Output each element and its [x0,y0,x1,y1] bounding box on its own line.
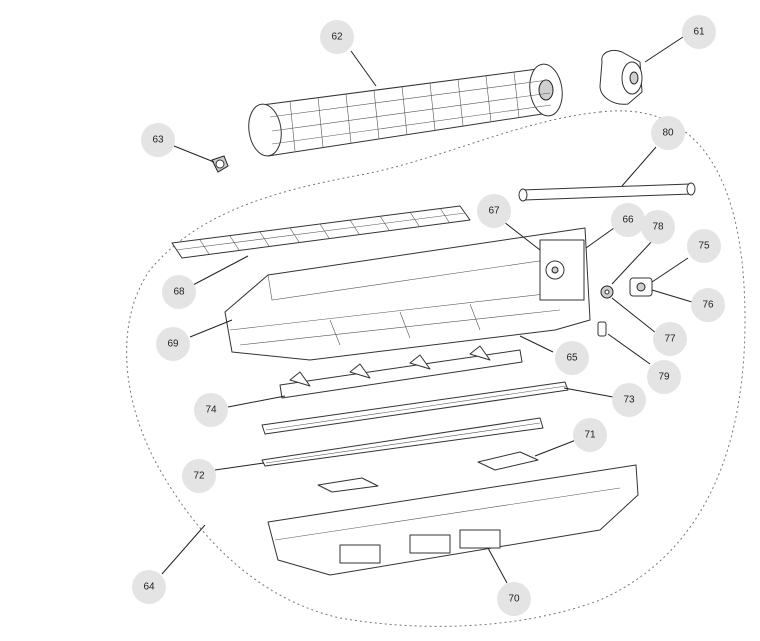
bearing [211,155,229,173]
lower-louver [261,417,544,467]
louver-clip-left [317,477,379,493]
bottom-panel [267,464,639,576]
callout-62-label: 62 [331,32,343,43]
swing-shaft [597,321,607,337]
cross-flow-fan [248,63,563,157]
callout-73: 73 [612,383,646,417]
callout-73-label: 73 [623,395,635,406]
callout-62: 62 [320,20,354,54]
callout-75-label: 75 [698,241,710,252]
callout-68: 68 [162,275,196,309]
callout-77: 77 [653,322,687,356]
callout-63: 63 [141,123,175,157]
callout-74: 74 [194,393,228,427]
callout-71-label: 71 [584,430,596,441]
drain-rod [518,182,696,202]
callout-67: 67 [477,194,511,228]
callout-63-label: 63 [152,135,164,146]
leader-lines [161,36,693,584]
callout-72-label: 72 [193,471,205,482]
callout-75: 75 [687,229,721,263]
callout-80: 80 [651,116,685,150]
upper-louver [261,381,569,435]
air-filter-grille [171,205,471,259]
callout-64: 64 [132,570,166,604]
motor-gear [600,285,614,299]
main-chassis [224,227,591,361]
callout-76-label: 76 [702,300,714,311]
callout-72: 72 [182,459,216,493]
callout-70-label: 70 [508,594,520,605]
callout-77-label: 77 [664,334,676,345]
callout-66: 66 [611,203,645,237]
callout-80-label: 80 [662,128,674,139]
callout-61: 61 [682,15,716,49]
callout-79: 79 [647,360,681,394]
callout-68-label: 68 [173,287,185,298]
callout-65-label: 65 [566,353,578,364]
louver-clip [477,451,539,471]
callout-69-label: 69 [167,339,179,350]
callout-64-label: 64 [143,582,155,593]
vane-linkage [279,345,523,399]
callout-78: 78 [641,210,675,244]
callout-74-label: 74 [205,405,217,416]
callout-78-label: 78 [652,222,664,233]
callout-61-label: 61 [693,27,705,38]
fan-motor [599,49,643,105]
callout-69: 69 [156,327,190,361]
callout-71: 71 [573,418,607,452]
callout-65: 65 [555,341,589,375]
callout-76: 76 [691,288,725,322]
callout-67-label: 67 [488,206,500,217]
callout-66-label: 66 [622,215,634,226]
fan-blade-lines [269,71,552,152]
callout-79-label: 79 [658,372,670,383]
step-motor [629,277,653,297]
callout-70: 70 [497,582,531,616]
